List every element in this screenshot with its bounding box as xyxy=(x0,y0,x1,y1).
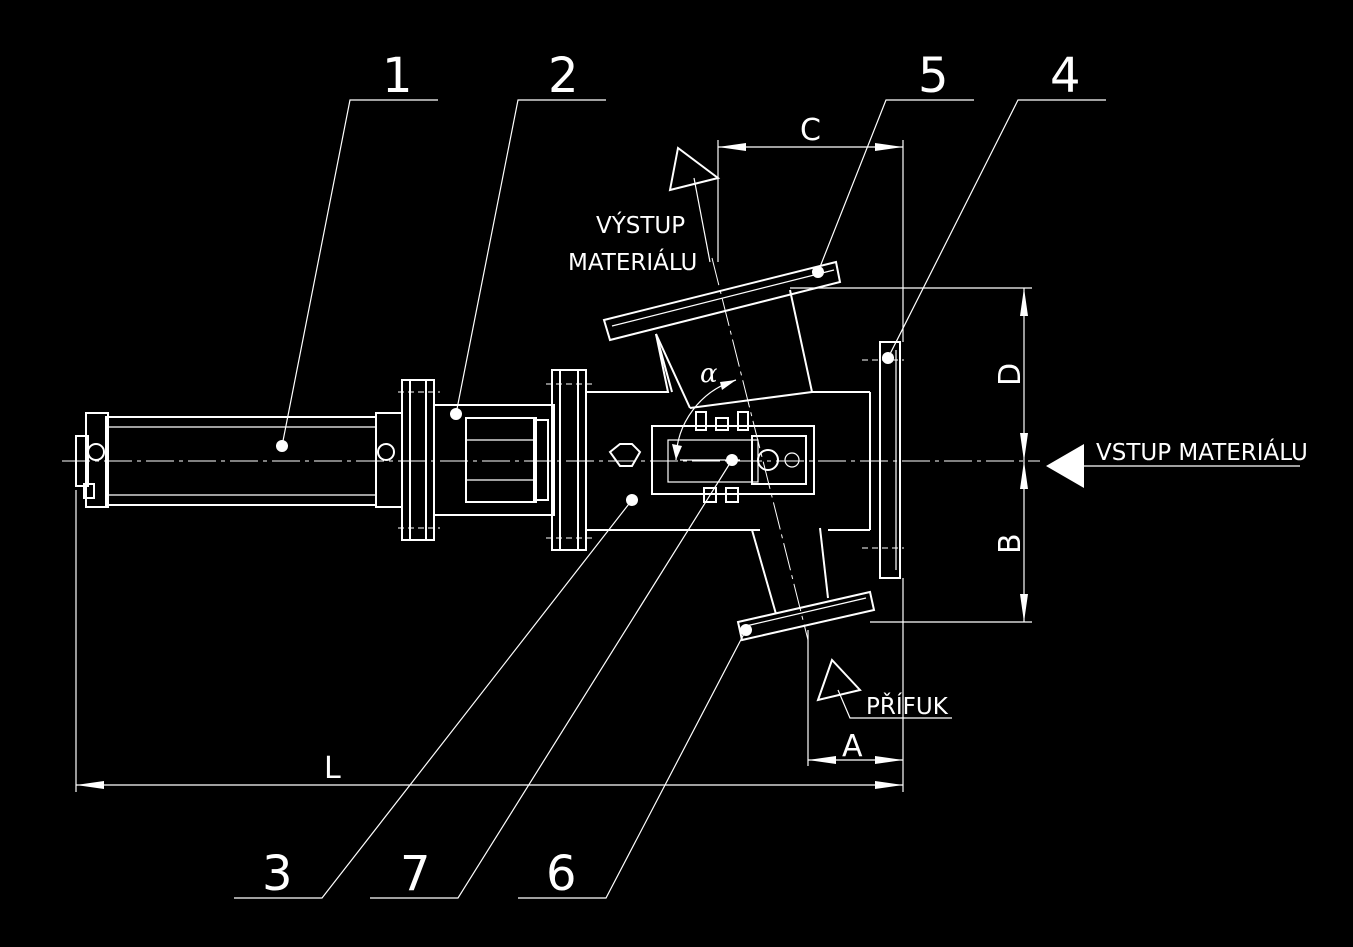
coupling-housing xyxy=(433,404,555,516)
dimension-a-label: A xyxy=(842,729,863,764)
outlet-label-line1: VÝSTUP xyxy=(596,211,685,239)
angle-alpha-label: α xyxy=(700,359,718,389)
dimension-c xyxy=(717,140,904,342)
inlet-arrow xyxy=(1046,444,1300,488)
part-number-7: 7 xyxy=(400,846,431,902)
dimension-b-label: B xyxy=(993,533,1028,554)
inlet-flange xyxy=(862,341,904,579)
part-number-6: 6 xyxy=(546,846,577,902)
outlet-arrow xyxy=(668,146,721,263)
air-arrow xyxy=(816,658,952,719)
air-inlet-nozzle xyxy=(736,527,876,642)
part-number-2: 2 xyxy=(548,48,579,104)
inlet-label: VSTUP MATERIÁLU xyxy=(1096,438,1308,466)
pneumatic-cylinder xyxy=(75,379,440,541)
angle-alpha xyxy=(672,379,737,461)
part-number-5: 5 xyxy=(918,48,949,104)
shutter-mechanism xyxy=(651,411,815,503)
body-flange xyxy=(546,369,592,551)
outlet-nozzle xyxy=(602,260,842,409)
dimension-d-label: D xyxy=(993,363,1028,386)
part-number-3: 3 xyxy=(262,846,293,902)
dimension-l xyxy=(75,490,904,792)
dimension-l-label: L xyxy=(324,751,341,786)
valve-body xyxy=(586,333,871,531)
dimension-a xyxy=(807,630,903,766)
inclined-axis xyxy=(711,257,809,641)
part-number-1: 1 xyxy=(382,48,413,104)
leader-lines xyxy=(234,99,1106,899)
dimension-c-label: C xyxy=(800,113,821,148)
air-label: PŘÍFUK xyxy=(866,692,949,720)
dimension-d-b xyxy=(790,287,1032,623)
part-number-4: 4 xyxy=(1050,48,1081,104)
outlet-label-line2: MATERIÁLU xyxy=(568,248,697,276)
